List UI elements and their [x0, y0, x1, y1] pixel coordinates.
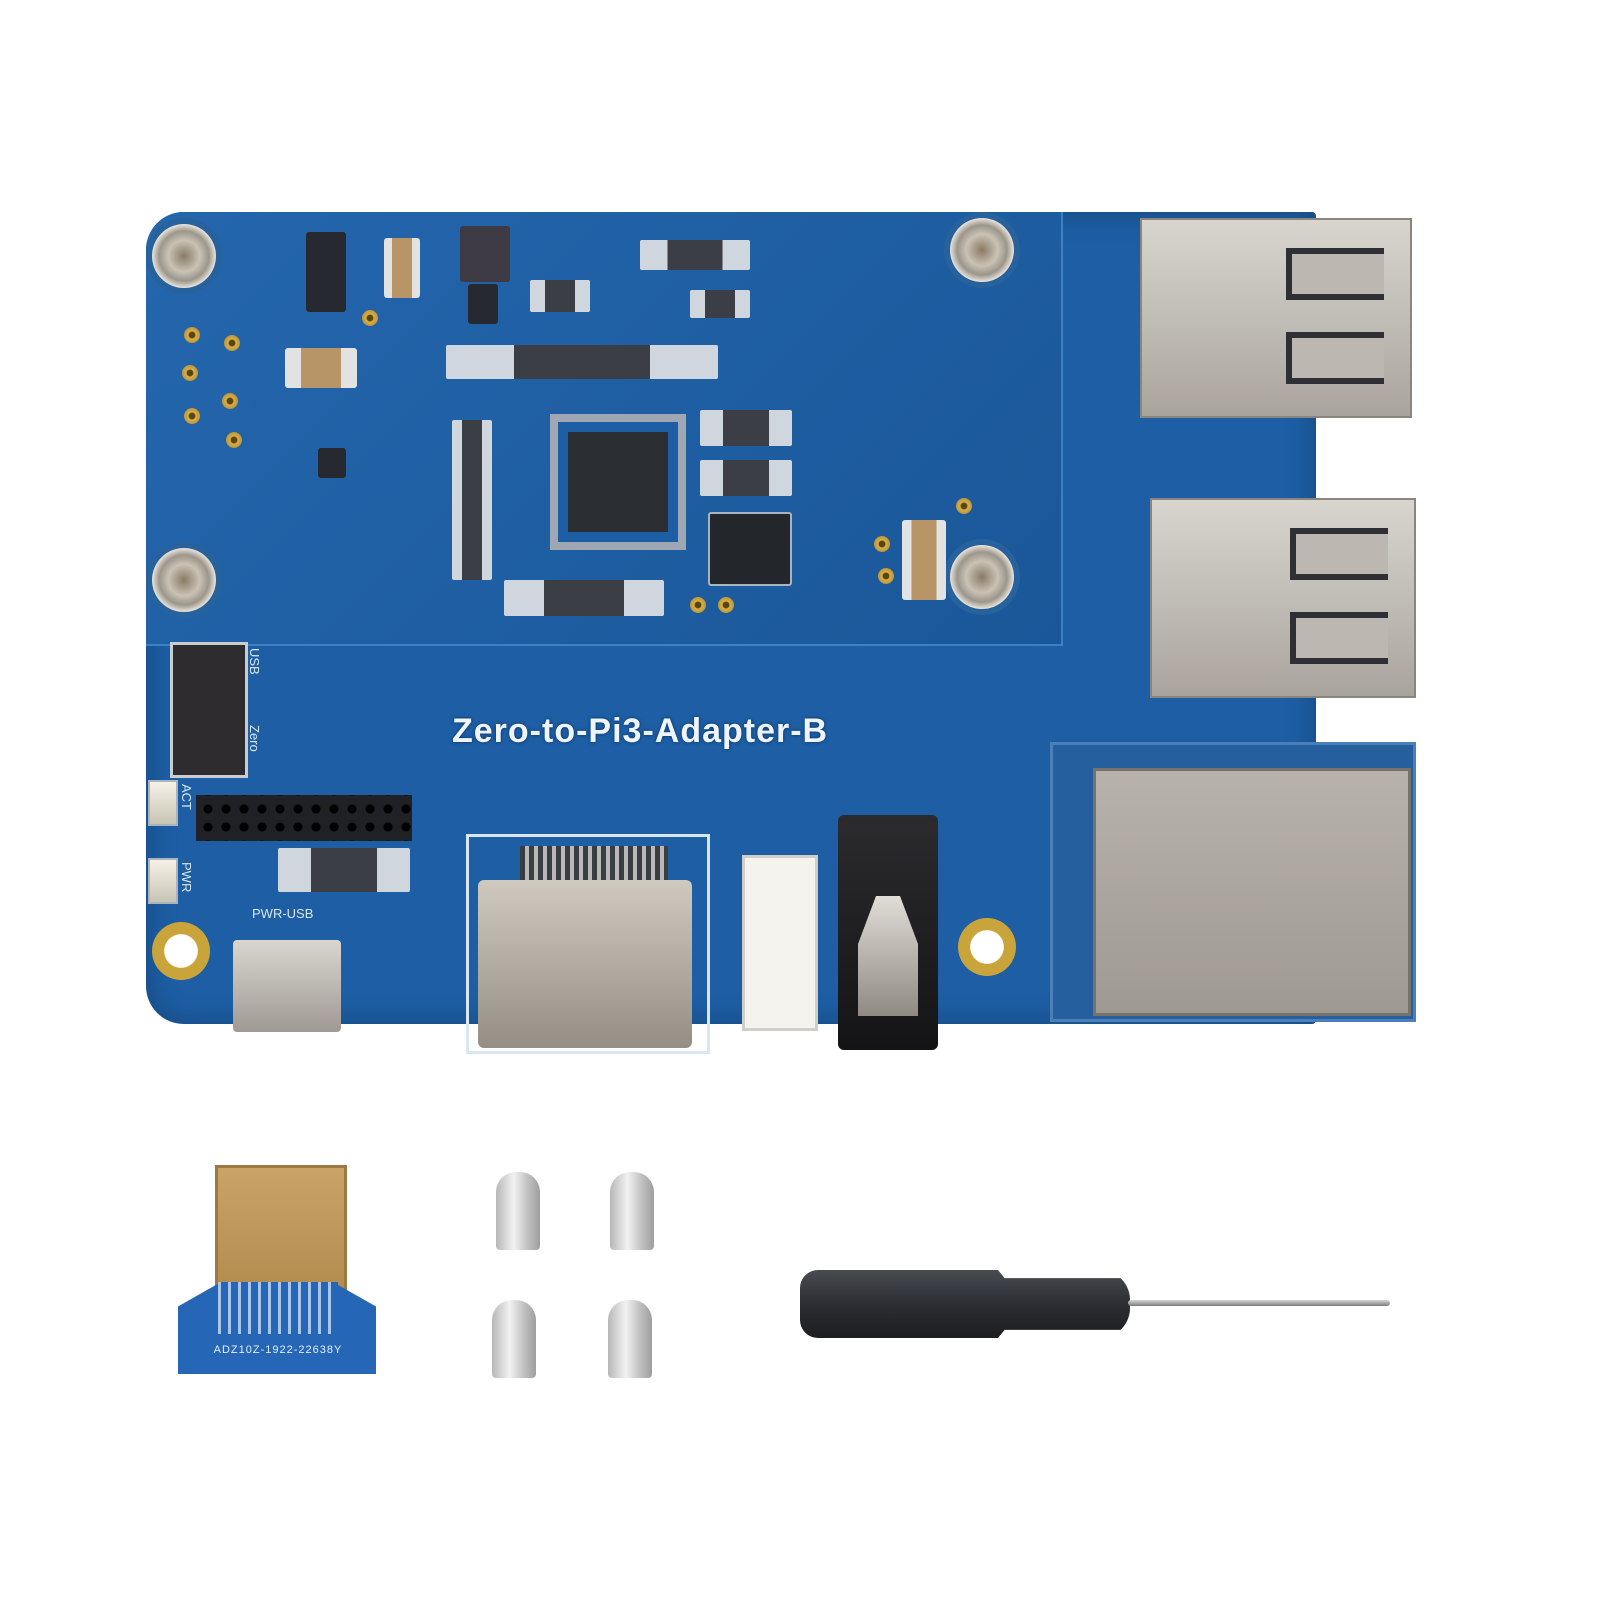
gold-pad [184, 408, 200, 424]
usb-slot[interactable] [1290, 612, 1388, 664]
resistor-array [640, 240, 750, 270]
resistor-array [700, 410, 792, 446]
usb-slot[interactable] [1286, 248, 1384, 300]
jst-connector[interactable] [742, 855, 818, 1031]
mounting-screw-top-left [152, 224, 216, 288]
gold-pad [690, 597, 706, 613]
capacitor [285, 348, 357, 388]
hdmi-pins [520, 846, 668, 880]
gold-pad [222, 393, 238, 409]
usb-zero-switch[interactable] [170, 642, 248, 778]
resistor-array [530, 280, 590, 312]
switch-label-usb: USB [247, 648, 262, 675]
ic-soic [708, 512, 792, 586]
gold-pad [878, 568, 894, 584]
capacitor [384, 238, 420, 298]
pin-header [196, 795, 412, 841]
usb-slot[interactable] [1286, 332, 1384, 384]
hdmi-outline [466, 834, 710, 1054]
mounting-hole-bottom-left [152, 922, 210, 980]
resistor-array [446, 345, 718, 379]
adapter-traces [218, 1282, 338, 1334]
mounting-screw-mid-right [950, 545, 1014, 609]
voltage-regulator [306, 232, 346, 312]
screw [492, 1300, 536, 1378]
hdmi-port[interactable] [478, 880, 692, 1048]
resistor-array [700, 460, 792, 496]
act-led [148, 780, 178, 826]
mounting-hole-bottom-right [958, 918, 1016, 976]
resistor-array [504, 580, 664, 616]
board-title: Zero-to-Pi3-Adapter-B [452, 712, 829, 750]
switch-label-zero: Zero [247, 725, 262, 752]
micro-usb-port[interactable] [233, 940, 341, 1032]
led-label-pwr: PWR [179, 862, 194, 893]
usb-hub-ic [568, 432, 668, 532]
ic-small [318, 448, 346, 478]
gold-pad [718, 597, 734, 613]
ic-small [468, 284, 498, 324]
gold-pad [224, 335, 240, 351]
mini-hdmi-adapter-plug [215, 1165, 347, 1291]
resistor-array [452, 420, 492, 580]
gold-pad [956, 498, 972, 514]
gold-pad [182, 365, 198, 381]
power-port-label: PWR-USB [252, 906, 314, 921]
usb-slot[interactable] [1290, 528, 1388, 580]
capacitor [902, 520, 946, 600]
ethernet-port[interactable] [1093, 768, 1411, 1016]
screwdriver-handle [800, 1270, 1130, 1338]
mounting-screw-top-right [950, 218, 1014, 282]
gold-pad [226, 432, 242, 448]
usb-port-stack-top[interactable] [1140, 218, 1412, 418]
screw [608, 1300, 652, 1378]
usb-port-stack-bottom[interactable] [1150, 498, 1416, 698]
inductor [460, 226, 510, 282]
screwdriver-shaft [1128, 1300, 1390, 1306]
gold-pad [362, 310, 378, 326]
resistor-array [278, 848, 410, 892]
screw [610, 1172, 654, 1250]
pwr-led [148, 858, 178, 904]
screw [496, 1172, 540, 1250]
resistor-array [690, 290, 750, 318]
led-label-act: ACT [179, 784, 194, 810]
adapter-label: ADZ10Z-1922-22638Y [213, 1344, 343, 1356]
mounting-screw-mid-left [152, 548, 216, 612]
gold-pad [184, 327, 200, 343]
gold-pad [874, 536, 890, 552]
